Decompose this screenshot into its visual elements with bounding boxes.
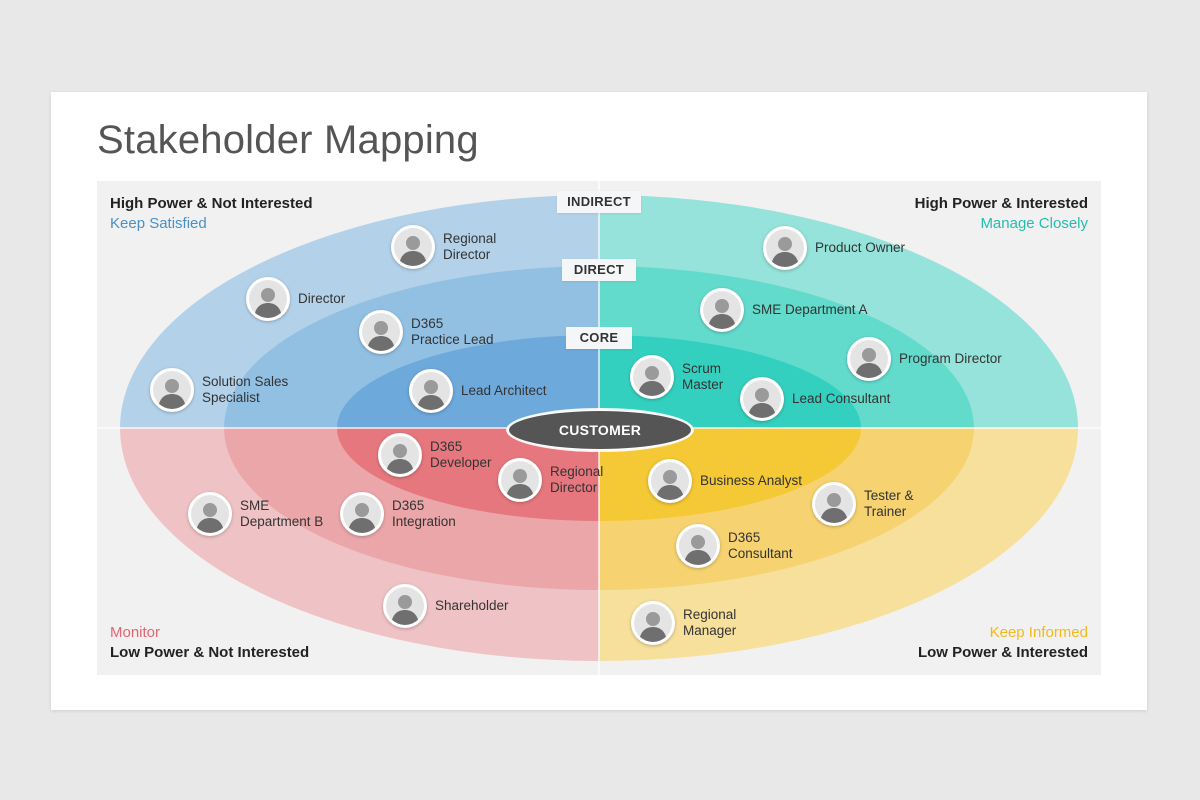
avatar-icon: [631, 601, 675, 645]
quadrant-heading: Low Power & Not Interested: [110, 644, 310, 661]
stakeholder-name: D365 Consultant: [728, 530, 793, 561]
avatar-icon: [391, 225, 435, 269]
customer-center: CUSTOMER: [508, 410, 692, 450]
ring-label-indirect: INDIRECT: [557, 191, 641, 213]
quadrant-top-right-rings: [599, 195, 1078, 428]
stakeholder-program-director[interactable]: Program Director: [847, 337, 1027, 381]
avatar-icon: [188, 492, 232, 536]
stakeholder-solution-sales-specialist[interactable]: Solution Sales Specialist: [150, 368, 310, 412]
stakeholder-d365-developer[interactable]: D365 Developer: [378, 433, 508, 477]
stakeholder-name: Lead Consultant: [792, 391, 891, 406]
avatar-icon: [359, 310, 403, 354]
stakeholder-lead-architect[interactable]: Lead Architect: [409, 369, 569, 413]
stakeholder-business-analyst[interactable]: Business Analyst: [648, 459, 818, 503]
stakeholder-d365-integration[interactable]: D365 Integration: [340, 492, 480, 536]
page-title: Stakeholder Mapping: [97, 118, 479, 162]
stakeholder-name: Tester & Trainer: [864, 488, 914, 519]
quadrant-top-right-label: High Power & Interested Manage Closely: [915, 194, 1088, 234]
avatar-icon: [676, 524, 720, 568]
stakeholder-name: D365 Developer: [430, 439, 492, 470]
stakeholder-shareholder[interactable]: Shareholder: [383, 584, 523, 628]
stakeholder-name: Lead Architect: [461, 383, 547, 398]
avatar-icon: [630, 355, 674, 399]
quadrant-bottom-left-label: Monitor Low Power & Not Interested: [110, 623, 309, 663]
quadrant-strategy: Keep Informed: [989, 624, 1088, 641]
stakeholder-name: Shareholder: [435, 598, 509, 613]
quadrant-strategy: Monitor: [110, 624, 161, 641]
stakeholder-board: High Power & Not Interested Keep Satisfi…: [97, 181, 1101, 675]
stakeholder-sme-department-b[interactable]: SME Department B: [188, 492, 338, 536]
quadrant-strategy: Keep Satisfied: [110, 215, 207, 232]
avatar-icon: [740, 377, 784, 421]
stakeholder-name: Business Analyst: [700, 473, 803, 488]
stakeholder-name: Scrum Master: [682, 361, 724, 392]
avatar-icon: [648, 459, 692, 503]
stakeholder-name: D365 Practice Lead: [411, 316, 494, 347]
avatar-icon: [812, 482, 856, 526]
avatar-icon: [340, 492, 384, 536]
stakeholder-tester-trainer[interactable]: Tester & Trainer: [812, 482, 932, 526]
avatar-icon: [378, 433, 422, 477]
avatar-icon: [150, 368, 194, 412]
ring-label-direct: DIRECT: [562, 259, 636, 281]
stakeholder-name: SME Department B: [240, 498, 324, 529]
slide: Stakeholder Mapping: [51, 92, 1147, 710]
avatar-icon: [700, 288, 744, 332]
stakeholder-director[interactable]: Director: [246, 277, 366, 321]
avatar-icon: [383, 584, 427, 628]
stakeholder-sme-department-a[interactable]: SME Department A: [700, 288, 890, 332]
stakeholder-regional-manager[interactable]: Regional Manager: [631, 601, 761, 645]
stakeholder-regional-director-core[interactable]: Regional Director: [498, 458, 618, 502]
stakeholder-name: Product Owner: [815, 240, 906, 255]
stakeholder-name: Solution Sales Specialist: [202, 374, 289, 405]
quadrant-heading: High Power & Interested: [914, 195, 1088, 212]
quadrant-bottom-right-label: Keep Informed Low Power & Interested: [918, 623, 1088, 663]
avatar-icon: [498, 458, 542, 502]
stakeholder-name: Regional Director: [443, 231, 497, 262]
ring-label-core: CORE: [566, 327, 632, 349]
stakeholder-name: Regional Director: [550, 464, 604, 495]
stakeholder-name: SME Department A: [752, 302, 868, 317]
quadrant-strategy: Manage Closely: [980, 215, 1088, 232]
stakeholder-name: Program Director: [899, 351, 1002, 366]
quadrant-top-left-label: High Power & Not Interested Keep Satisfi…: [110, 194, 313, 234]
avatar-icon: [409, 369, 453, 413]
stakeholder-d365-practice-lead[interactable]: D365 Practice Lead: [359, 310, 509, 354]
stakeholder-d365-consultant[interactable]: D365 Consultant: [676, 524, 816, 568]
stakeholder-name: Director: [298, 291, 346, 306]
stakeholder-product-owner[interactable]: Product Owner: [763, 226, 923, 270]
quadrant-top-left-rings: [120, 195, 599, 428]
avatar-icon: [246, 277, 290, 321]
quadrant-heading: Low Power & Interested: [917, 644, 1088, 661]
stakeholder-lead-consultant[interactable]: Lead Consultant: [740, 377, 910, 421]
stakeholder-name: D365 Integration: [392, 498, 456, 529]
stakeholder-regional-director-top[interactable]: Regional Director: [391, 225, 541, 269]
stakeholder-scrum-master[interactable]: Scrum Master: [630, 355, 750, 399]
avatar-icon: [763, 226, 807, 270]
stakeholder-name: Regional Manager: [683, 607, 737, 638]
quadrant-heading: High Power & Not Interested: [110, 195, 313, 212]
avatar-icon: [847, 337, 891, 381]
